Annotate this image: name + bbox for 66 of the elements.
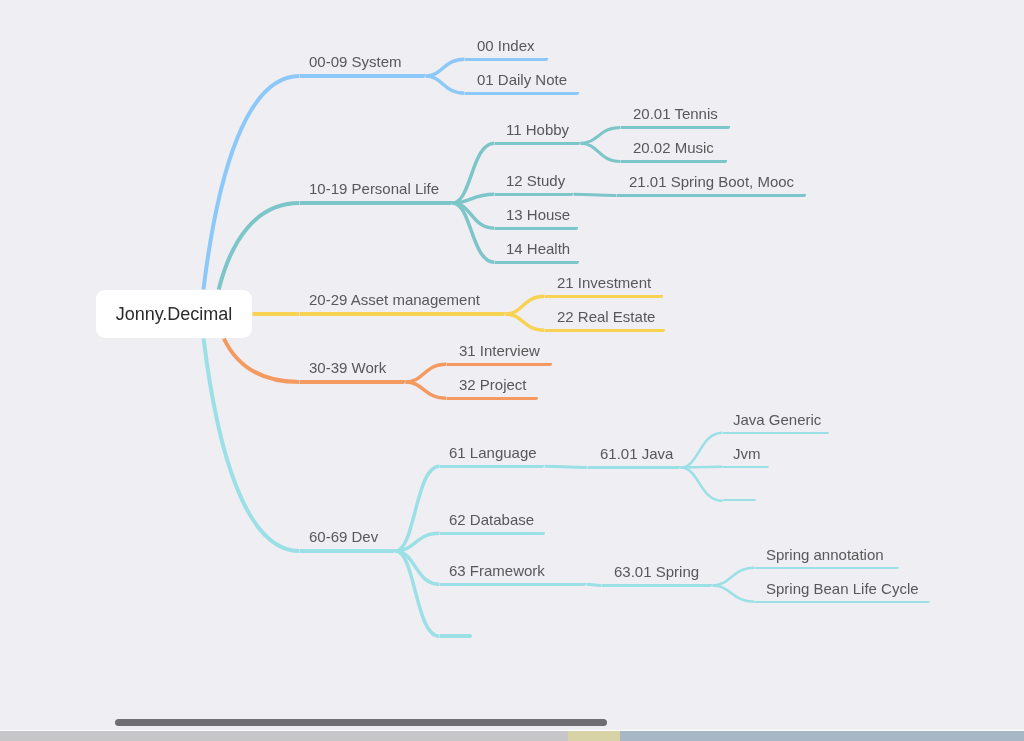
topic-label: 01 Daily Note <box>477 71 569 90</box>
topic-label: 21.01 Spring Boot, Mooc <box>629 172 796 191</box>
topic-label: 30-39 Work <box>309 359 388 377</box>
topic-label: Spring annotation <box>766 545 885 564</box>
root-topic <box>96 290 252 338</box>
topic-label: Spring Bean Life Cycle <box>766 579 920 598</box>
topic-label: 61.01 Java <box>600 444 674 463</box>
branch-connector <box>544 464 588 469</box>
topic-branch <box>545 308 665 333</box>
branch-connector <box>505 312 545 332</box>
branch-connector <box>222 337 300 384</box>
topic-label: 63.01 Spring <box>614 562 701 581</box>
branch-connector <box>425 57 465 78</box>
topic-label: 20.02 Music <box>633 138 715 157</box>
topic-branch <box>465 71 579 96</box>
topic-label: Jonny.Decimal <box>115 303 233 325</box>
topic-label: 20.01 Tennis <box>633 104 719 123</box>
topic-label: 63 Framework <box>449 562 546 581</box>
topic-label: 62 Database <box>449 511 536 530</box>
branch-connector <box>395 549 440 586</box>
topic-label: 32 Project <box>459 376 528 395</box>
topic-branch <box>447 342 552 367</box>
branch-connector <box>425 74 465 95</box>
branch-connector <box>680 465 723 469</box>
topic-label: 12 Study <box>506 172 567 191</box>
topic-label: 00 Index <box>477 37 536 56</box>
empty-branch-line <box>723 498 756 502</box>
topic-branch <box>300 359 405 384</box>
branch-connector <box>201 338 300 553</box>
topic-branch <box>465 37 548 62</box>
branch-connector <box>712 566 755 587</box>
branch-connector <box>216 201 300 291</box>
branch-connector <box>573 192 617 197</box>
branch-connector <box>680 466 723 502</box>
branch-connector <box>580 126 621 145</box>
topic-label: Jvm <box>733 444 762 463</box>
topic-branch <box>440 562 586 587</box>
branch-connector <box>452 201 495 264</box>
topic-label: 60-69 Dev <box>309 528 380 546</box>
branch-connector <box>405 362 447 384</box>
topic-label: 00-09 System <box>309 53 403 71</box>
topic-branch <box>495 172 573 197</box>
branch-connector <box>586 582 602 587</box>
topic-label: 21 Investment <box>557 274 653 293</box>
topic-label: 14 Health <box>506 240 572 259</box>
branch-connector <box>395 531 440 553</box>
topic-label: Java Generic <box>733 410 823 429</box>
topic-branch <box>300 180 452 205</box>
topic-branch <box>440 511 545 536</box>
branch-connector <box>405 380 447 400</box>
topic-label: 31 Interview <box>459 342 541 361</box>
topic-branch <box>495 121 580 146</box>
topic-label: 20-29 Asset management <box>309 291 481 309</box>
topic-label: 11 Hobby <box>506 121 571 140</box>
topic-branch <box>447 376 538 401</box>
topic-label: 13 House <box>506 206 572 225</box>
branch-connector <box>201 74 300 290</box>
topic-branch <box>495 240 579 265</box>
topic-label: 10-19 Personal Life <box>309 180 441 198</box>
topic-label: 22 Real Estate <box>557 308 657 327</box>
branch-connector <box>394 549 440 638</box>
branch-connector <box>452 201 495 230</box>
branch-connector <box>712 584 755 603</box>
topic-label: 61 Language <box>449 444 538 463</box>
branch-connector <box>252 312 300 316</box>
branch-connector <box>580 141 621 163</box>
